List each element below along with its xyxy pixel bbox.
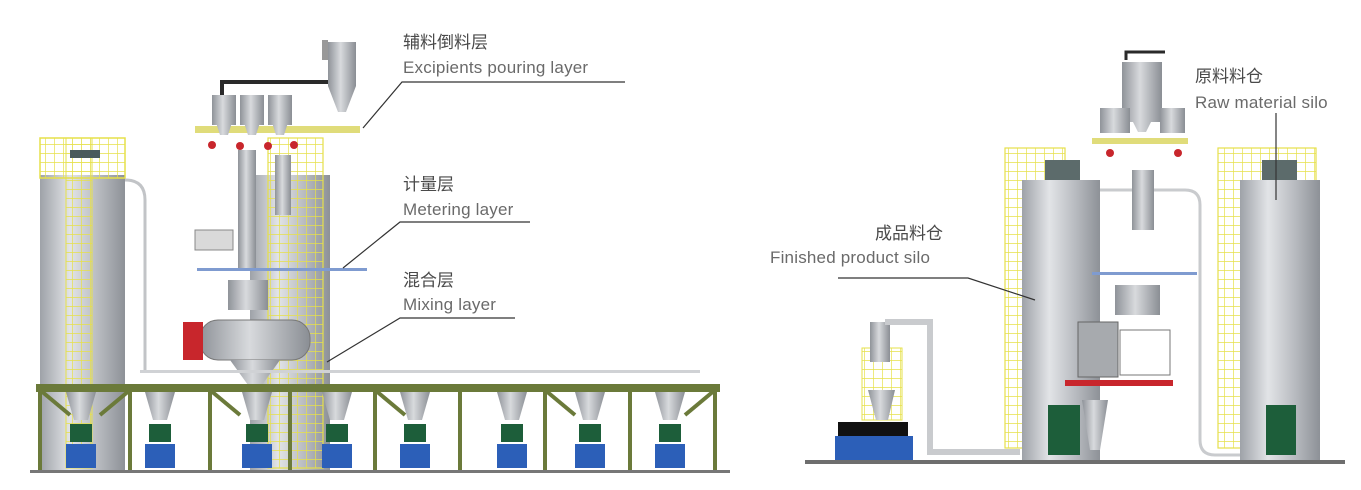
mixer <box>183 280 311 385</box>
support-frame <box>36 384 720 470</box>
small-station <box>835 319 1020 460</box>
center-process-unit <box>1065 50 1197 450</box>
metering-label-en: Metering layer <box>403 200 514 219</box>
excipients-label-zh: 辅料倒料层 <box>403 33 488 52</box>
excipients-label-en: Excipients pouring layer <box>403 58 589 77</box>
mixing-label-en: Mixing layer <box>403 295 497 314</box>
left-plant <box>30 40 730 473</box>
metering-column <box>238 150 256 270</box>
finished-label-en: Finished product silo <box>770 248 931 267</box>
raw-label-en: Raw material silo <box>1195 93 1328 112</box>
right-plant <box>805 50 1345 464</box>
discharge-units <box>66 392 685 468</box>
dust-collector <box>322 40 356 112</box>
conveyor-pipe <box>140 370 700 373</box>
mixing-label-zh: 混合层 <box>403 271 454 290</box>
leader-lines-left <box>326 81 625 363</box>
raw-label-zh: 原料料仓 <box>1195 67 1263 86</box>
metering-label-zh: 计量层 <box>403 175 454 194</box>
ground-line-right <box>805 460 1345 464</box>
finished-label-zh: 成品料仓 <box>875 224 943 243</box>
metering-layer-line <box>197 268 367 271</box>
raw-silo <box>1100 147 1320 460</box>
ground-line <box>30 470 730 473</box>
excipient-hoppers <box>208 80 330 150</box>
leader-lines-right <box>838 113 1277 301</box>
